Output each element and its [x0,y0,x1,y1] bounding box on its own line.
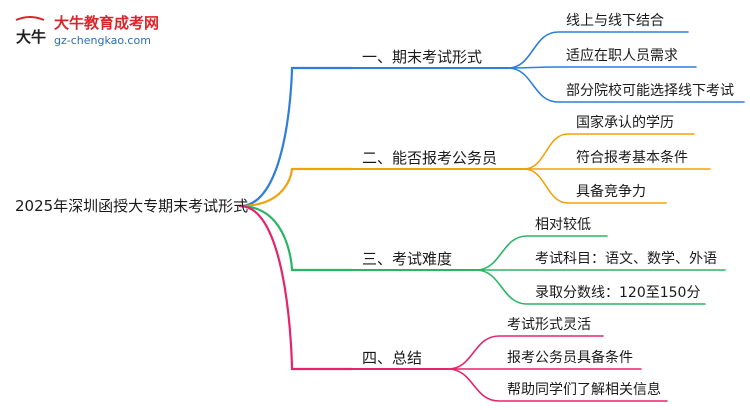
connector-leaf-0-0 [507,31,689,69]
leaf-offline-exam: 部分院校可能选择线下考试 [566,83,734,99]
logo-domain-text: gz-chengkao.com [54,34,151,47]
branch-civil-service: 二、能否报考公务员 [362,149,498,167]
connector-leaf-3-0 [447,335,604,370]
leaf-exam-subjects: 考试科目：语文、数学、外语 [535,251,717,267]
branch-exam-difficulty: 三、考试难度 [362,250,453,268]
connector-root-branch-3 [238,204,354,371]
connector-leaf-1-2 [523,168,667,204]
branch-summary: 四、总结 [362,349,423,367]
branch-exam-format: 一、期末考试形式 [362,48,483,66]
connector-leaf-2-2 [475,269,706,305]
connector-leaf-1-0 [523,133,695,170]
connector-leaf-0-2 [507,67,745,103]
root-topic: 2025年深圳函授大专期末考试形式 [15,197,249,215]
leaf-relatively-low: 相对较低 [535,217,591,233]
leaf-flexible-format: 考试形式灵活 [507,317,591,333]
leaf-recognized-degree: 国家承认的学历 [576,115,674,131]
connector-leaf-2-0 [475,235,608,271]
leaf-help-students: 帮助同学们了解相关信息 [507,382,661,398]
leaf-admission-score: 录取分数线：120至150分 [535,285,701,301]
connector-root-branch-1 [238,167,354,208]
connector-root-branch-0 [238,66,354,208]
connector-leaf-0-1 [507,66,697,69]
leaf-basic-conditions: 符合报考基本条件 [576,150,688,166]
connector-leaf-3-2 [447,368,668,402]
leaf-online-offline: 线上与线下结合 [566,13,664,29]
bull-logo-icon: 大牛 [15,16,46,46]
connector-root-branch-2 [238,204,354,272]
leaf-civil-service-eligible: 报考公务员具备条件 [507,350,633,366]
svg-text:大牛: 大牛 [16,28,46,46]
leaf-competitive: 具备竞争力 [576,184,646,200]
site-logo: 大牛 大牛教育成考网 gz-chengkao.com [12,10,172,54]
leaf-adapt-workers: 适应在职人员需求 [566,48,678,64]
logo-brand-text: 大牛教育成考网 [54,14,160,32]
